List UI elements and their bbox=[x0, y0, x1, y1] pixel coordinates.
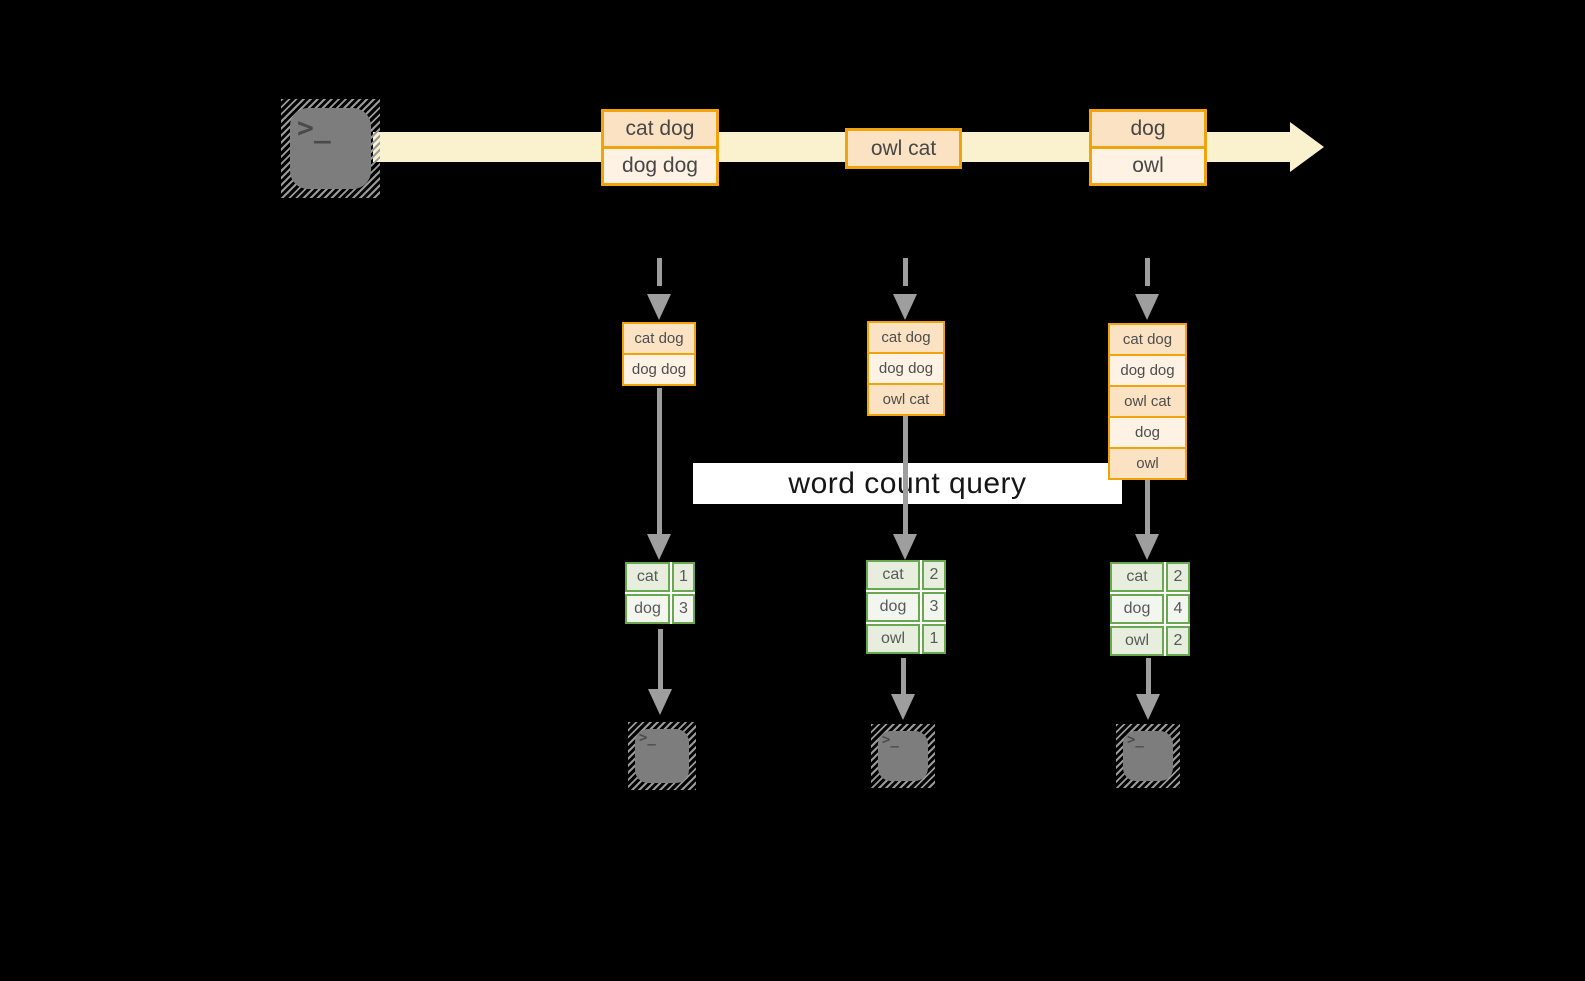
terminal-prompt-icon: >_ bbox=[1127, 732, 1144, 748]
terminal-prompt-icon: >_ bbox=[297, 111, 331, 144]
stream-message-1: cat dog dog dog bbox=[601, 109, 719, 186]
message-record: cat dog bbox=[604, 112, 716, 146]
ingest-arrowhead bbox=[893, 294, 917, 320]
table-cell-count: 1 bbox=[922, 624, 946, 654]
consumer-terminal-icon-3: >_ bbox=[1116, 724, 1180, 788]
query-arrowhead bbox=[893, 534, 917, 560]
output-arrow-line bbox=[901, 658, 906, 694]
table-cell-word: dog bbox=[866, 592, 920, 622]
query-arrow-line bbox=[903, 416, 908, 534]
buffer-row: dog dog bbox=[869, 352, 943, 383]
terminal-window bbox=[290, 108, 371, 189]
table-cell-count: 2 bbox=[1166, 562, 1190, 592]
table-cell-word: cat bbox=[866, 560, 920, 590]
ingest-arrowhead bbox=[1135, 294, 1159, 320]
table-cell-word: owl bbox=[866, 624, 920, 654]
buffer-row: dog bbox=[1110, 416, 1185, 447]
table-cell-count: 1 bbox=[672, 562, 695, 592]
table-cell-word: cat bbox=[1110, 562, 1164, 592]
buffer-row: dog dog bbox=[624, 353, 694, 384]
buffer-row: cat dog bbox=[624, 324, 694, 353]
stream-message-2: owl cat bbox=[845, 128, 962, 169]
query-arrow-line bbox=[1145, 480, 1150, 534]
query-arrowhead bbox=[1135, 534, 1159, 560]
count-table-1: cat 1 dog 3 bbox=[625, 562, 695, 624]
record-buffer-3: cat dog dog dog owl cat dog owl bbox=[1108, 323, 1187, 480]
consumer-terminal-icon-2: >_ bbox=[871, 724, 935, 788]
ingest-arrow-dash bbox=[903, 258, 908, 286]
buffer-row: owl bbox=[1110, 447, 1185, 478]
table-cell-count: 4 bbox=[1166, 594, 1190, 624]
output-arrow-line bbox=[1146, 658, 1151, 694]
message-record: owl cat bbox=[848, 131, 959, 166]
table-cell-word: dog bbox=[625, 594, 670, 624]
consumer-terminal-icon-1: >_ bbox=[628, 722, 696, 790]
terminal-window bbox=[635, 729, 689, 783]
buffer-row: cat dog bbox=[869, 323, 943, 352]
message-record: owl bbox=[1092, 146, 1204, 183]
terminal-window bbox=[878, 731, 928, 781]
buffer-row: dog dog bbox=[1110, 354, 1185, 385]
stream-arrowhead bbox=[1290, 122, 1324, 172]
table-cell-word: dog bbox=[1110, 594, 1164, 624]
output-arrow-line bbox=[658, 629, 663, 689]
terminal-window bbox=[1123, 731, 1173, 781]
table-cell-word: cat bbox=[625, 562, 670, 592]
buffer-row: cat dog bbox=[1110, 325, 1185, 354]
ingest-arrowhead bbox=[647, 294, 671, 320]
table-cell-count: 2 bbox=[922, 560, 946, 590]
table-cell-count: 2 bbox=[1166, 626, 1190, 656]
record-buffer-2: cat dog dog dog owl cat bbox=[867, 321, 945, 416]
table-cell-count: 3 bbox=[672, 594, 695, 624]
query-arrow-line bbox=[657, 388, 662, 534]
output-arrowhead bbox=[648, 689, 672, 715]
ingest-arrow-dash bbox=[1145, 258, 1150, 286]
output-arrowhead bbox=[1136, 694, 1160, 720]
message-record: dog bbox=[1092, 112, 1204, 146]
ingest-arrow-dash bbox=[657, 258, 662, 286]
record-buffer-1: cat dog dog dog bbox=[622, 322, 696, 386]
message-record: dog dog bbox=[604, 146, 716, 183]
terminal-prompt-icon: >_ bbox=[639, 730, 656, 746]
stream-message-3: dog owl bbox=[1089, 109, 1207, 186]
producer-terminal-icon: >_ bbox=[281, 99, 380, 198]
query-arrowhead bbox=[647, 534, 671, 560]
buffer-row: owl cat bbox=[1110, 385, 1185, 416]
table-cell-count: 3 bbox=[922, 592, 946, 622]
table-cell-word: owl bbox=[1110, 626, 1164, 656]
buffer-row: owl cat bbox=[869, 383, 943, 414]
output-arrowhead bbox=[891, 694, 915, 720]
count-table-3: cat 2 dog 4 owl 2 bbox=[1110, 562, 1190, 656]
count-table-2: cat 2 dog 3 owl 1 bbox=[866, 560, 946, 654]
terminal-prompt-icon: >_ bbox=[882, 732, 899, 748]
